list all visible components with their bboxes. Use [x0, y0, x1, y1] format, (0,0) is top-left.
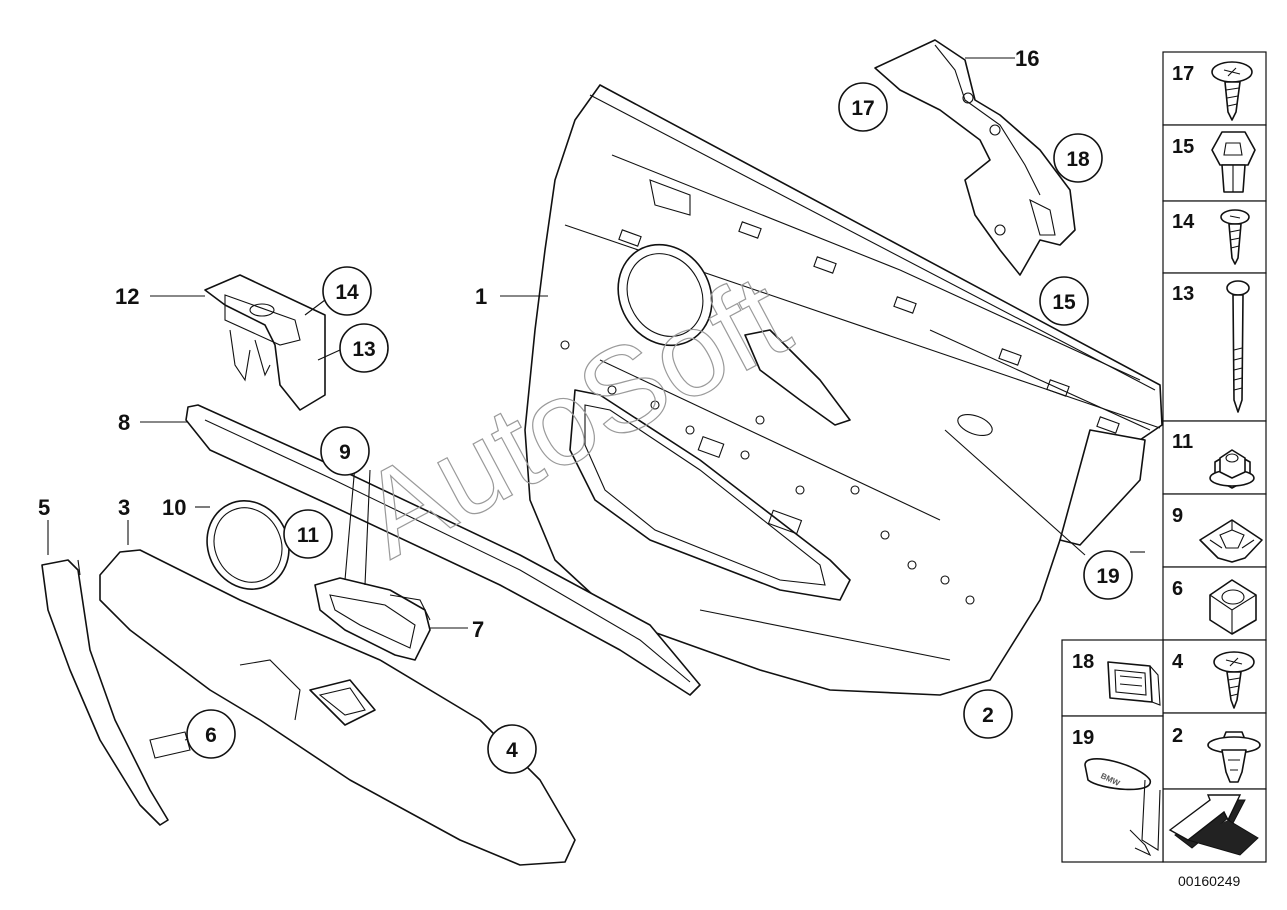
circled-callout-4: 4	[506, 739, 518, 762]
diagram-code: 00160249	[1178, 873, 1241, 889]
legend-label-18: 18	[1072, 651, 1094, 673]
callout-labels: 1 16 12 8 10 5 3 7	[38, 46, 1039, 642]
circled-callout-17: 17	[851, 97, 874, 120]
callout-3: 3	[118, 495, 130, 520]
legend-label-13: 13	[1172, 283, 1194, 305]
callout-16: 16	[1015, 46, 1039, 71]
circled-callout-18: 18	[1066, 148, 1090, 171]
legend-label-11: 11	[1172, 431, 1193, 453]
circled-callout-15: 15	[1052, 291, 1076, 314]
callout-7: 7	[472, 617, 484, 642]
door-label-icon: BMW	[1084, 757, 1161, 857]
direction-arrow-icon	[1168, 794, 1259, 856]
long-bolt-icon	[1226, 280, 1250, 413]
circled-callout-19: 19	[1096, 565, 1119, 588]
speaker-ring-part-10	[206, 500, 290, 590]
trim-strip-part-8	[185, 404, 701, 696]
callout-5: 5	[38, 495, 50, 520]
expanding-nut-icon	[1211, 131, 1256, 193]
callout-10: 10	[162, 495, 186, 520]
circled-callout-6: 6	[205, 724, 217, 747]
bracket-part-16	[874, 39, 1076, 276]
legend-label-2: 2	[1172, 725, 1183, 747]
flange-screw-icon	[1213, 651, 1255, 709]
legend-label-9: 9	[1172, 505, 1183, 527]
legend-label-6: 6	[1172, 578, 1183, 600]
circled-callouts: 17 18 15 14 13 9 11 19 2 6 4	[186, 82, 1133, 774]
legend-label-14: 14	[1172, 211, 1195, 233]
pull-handle-part-5	[41, 559, 169, 826]
circled-callout-2: 2	[982, 704, 994, 727]
leader-lines	[47, 57, 1145, 629]
parts-legend: 17 15 14 13	[1061, 51, 1267, 863]
hex-nut-icon	[1209, 579, 1257, 635]
push-clip-icon	[1207, 731, 1261, 783]
legend-label-17: 17	[1172, 63, 1194, 85]
circled-callout-13: 13	[352, 338, 375, 361]
legend-label-15: 15	[1172, 136, 1194, 158]
door-trim-panel	[524, 84, 1163, 696]
circled-callout-14: 14	[335, 281, 359, 304]
flange-nut-icon	[1209, 449, 1255, 489]
screw-clip-icon	[1211, 61, 1253, 121]
callout-1: 1	[475, 284, 487, 309]
switch-housing-part-12	[204, 274, 326, 411]
circled-callout-11: 11	[297, 524, 320, 547]
callout-12: 12	[115, 284, 139, 309]
spring-nut-icon	[1199, 519, 1263, 563]
legend-label-19: 19	[1072, 727, 1094, 749]
screw-icon	[1220, 209, 1250, 265]
circled-callout-9: 9	[339, 441, 351, 464]
callout-8: 8	[118, 410, 130, 435]
armrest-part-3	[99, 549, 576, 866]
legend-label-4: 4	[1172, 651, 1184, 673]
retainer-clip-icon	[1107, 661, 1161, 706]
